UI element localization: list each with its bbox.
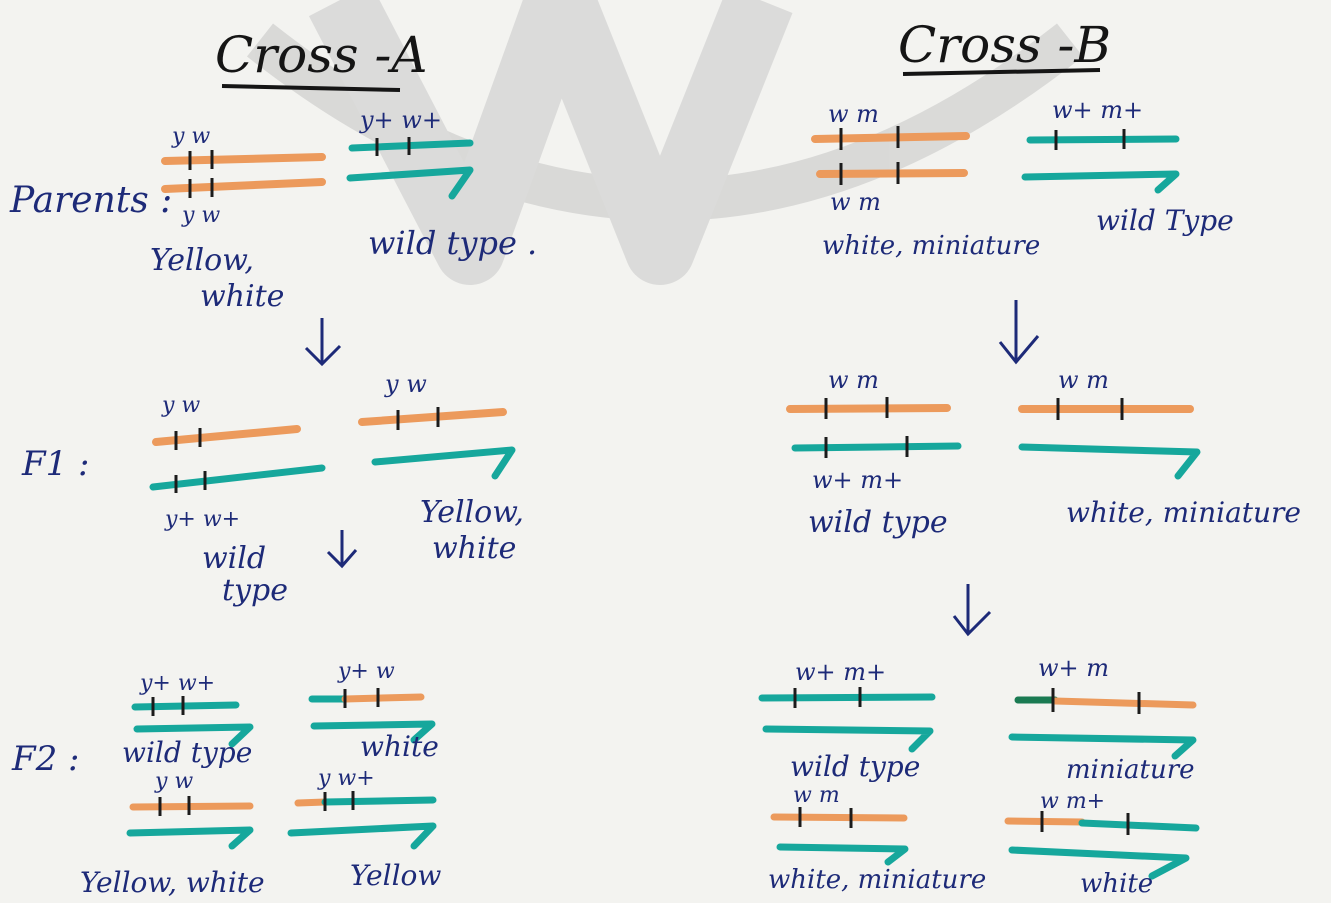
f2-label: F2 : bbox=[11, 739, 80, 779]
phenotype-label: type bbox=[222, 573, 288, 608]
x-chromosome bbox=[758, 693, 936, 702]
phenotype-label: wild bbox=[202, 541, 266, 576]
title-underline bbox=[902, 68, 1101, 76]
allele-label: w m bbox=[828, 100, 879, 128]
x-chromosome-segment bbox=[321, 796, 437, 806]
allele-label: y w bbox=[181, 203, 220, 228]
allele-label: w m bbox=[793, 783, 840, 808]
x-chromosome bbox=[152, 425, 301, 446]
allele-label: w+ m+ bbox=[795, 658, 886, 686]
phenotype-label: white bbox=[200, 279, 284, 314]
allele-label: w+ m+ bbox=[1052, 96, 1143, 124]
parents-label: Parents : bbox=[9, 180, 172, 221]
y-chromosome bbox=[133, 723, 254, 748]
x-chromosome bbox=[131, 701, 240, 711]
phenotype-label: white, miniature bbox=[768, 865, 986, 895]
allele-label: w m bbox=[830, 188, 881, 216]
allele-label: w m bbox=[828, 366, 879, 394]
x-chromosome bbox=[811, 132, 970, 143]
allele-label: y+ w+ bbox=[359, 106, 442, 134]
x-chromosome bbox=[348, 139, 474, 152]
allele-label: y w bbox=[384, 370, 427, 398]
allele-label: w m bbox=[1058, 366, 1109, 394]
y-chromosome bbox=[346, 166, 474, 200]
allele-label: y w+ bbox=[317, 766, 375, 791]
x-chromosome-segment bbox=[1078, 819, 1200, 832]
x-chromosome bbox=[816, 169, 968, 178]
allele-label: w+ m bbox=[1038, 654, 1109, 682]
allele-label: y+ w bbox=[337, 659, 395, 684]
phenotype-label: white, miniature bbox=[822, 231, 1040, 261]
phenotype-label: wild type bbox=[790, 750, 920, 783]
arrow-down-icon bbox=[998, 300, 1040, 365]
y-chromosome bbox=[1008, 846, 1190, 880]
watermark-logo bbox=[246, 0, 1084, 285]
x-chromosome-segment bbox=[294, 798, 329, 807]
allele-label: y+ w+ bbox=[164, 507, 240, 532]
allele-label: y+ w+ bbox=[139, 671, 215, 696]
cross-b-title: Cross -B bbox=[898, 16, 1111, 74]
y-chromosome bbox=[310, 720, 436, 744]
x-chromosome bbox=[770, 813, 908, 822]
y-chromosome bbox=[287, 822, 437, 850]
allele-label: y w bbox=[161, 393, 200, 418]
x-chromosome bbox=[1026, 135, 1180, 144]
y-chromosome bbox=[1021, 170, 1180, 194]
allele-label: w m+ bbox=[1040, 789, 1105, 814]
x-chromosome bbox=[358, 408, 507, 426]
arrow-down-icon bbox=[326, 530, 358, 569]
x-chromosome bbox=[786, 404, 951, 413]
phenotype-label: Yellow bbox=[350, 859, 441, 892]
f1-label: F1 : bbox=[21, 444, 90, 484]
title-underline bbox=[221, 84, 401, 92]
phenotype-label: Yellow, white bbox=[80, 866, 265, 899]
y-chromosome bbox=[371, 446, 516, 480]
phenotype-label: white bbox=[360, 730, 439, 763]
allele-label: w+ m+ bbox=[812, 466, 903, 494]
allele-label: y w bbox=[171, 124, 210, 149]
x-chromosome bbox=[791, 442, 962, 452]
x-chromosome-segment bbox=[341, 693, 425, 703]
phenotype-label: wild type bbox=[808, 505, 948, 540]
phenotype-label: Yellow, bbox=[150, 243, 254, 278]
phenotype-label: white bbox=[1080, 869, 1153, 899]
y-chromosome bbox=[1008, 733, 1197, 760]
y-chromosome bbox=[762, 725, 934, 753]
cross-a-title: Cross -A bbox=[215, 26, 427, 84]
phenotype-label: Yellow, bbox=[420, 495, 524, 530]
phenotype-label: miniature bbox=[1066, 755, 1195, 785]
arrow-down-icon bbox=[304, 318, 342, 367]
x-chromosome bbox=[149, 464, 326, 491]
y-chromosome bbox=[776, 843, 909, 866]
phenotype-label: white bbox=[432, 531, 516, 566]
arrow-down-icon bbox=[952, 584, 992, 637]
x-chromosome-segment bbox=[1004, 817, 1086, 826]
allele-label: y w bbox=[154, 769, 193, 794]
y-chromosome bbox=[1018, 443, 1201, 480]
phenotype-label: wild Type bbox=[1096, 204, 1234, 237]
x-chromosome-segment bbox=[1051, 697, 1197, 709]
phenotype-label: wild type bbox=[122, 736, 252, 769]
x-chromosome bbox=[129, 802, 254, 811]
phenotype-label: wild type . bbox=[368, 224, 537, 262]
phenotype-label: white, miniature bbox=[1066, 496, 1301, 529]
y-chromosome bbox=[126, 826, 254, 850]
